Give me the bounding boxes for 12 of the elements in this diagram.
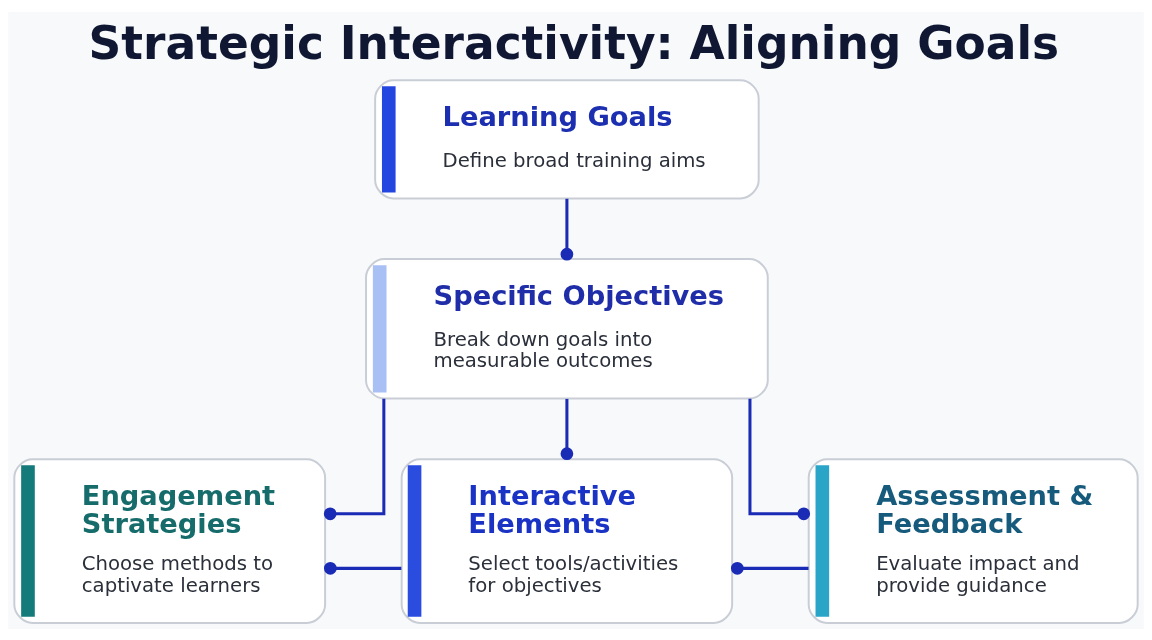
connector (560, 398, 574, 460)
connector (730, 561, 809, 575)
node-box: Interactive Elements Select tools/activities for objectives (400, 457, 734, 624)
connector (748, 398, 811, 520)
node-box: Learning Goals Define broad training aims (374, 78, 760, 199)
diagram-title: Strategic Interactivity: Aligning Goals (88, 16, 1060, 70)
node-box: Assessment & Feedback Evaluate impact and provide guidance (807, 457, 1139, 624)
node-box: Engagement Strategies Choose methods to captivate learners (13, 457, 327, 624)
node-box: Specific Objectives Break down goals into measurable outcomes (365, 257, 769, 400)
connector (323, 398, 386, 520)
connector (560, 198, 574, 260)
connector (323, 561, 402, 575)
